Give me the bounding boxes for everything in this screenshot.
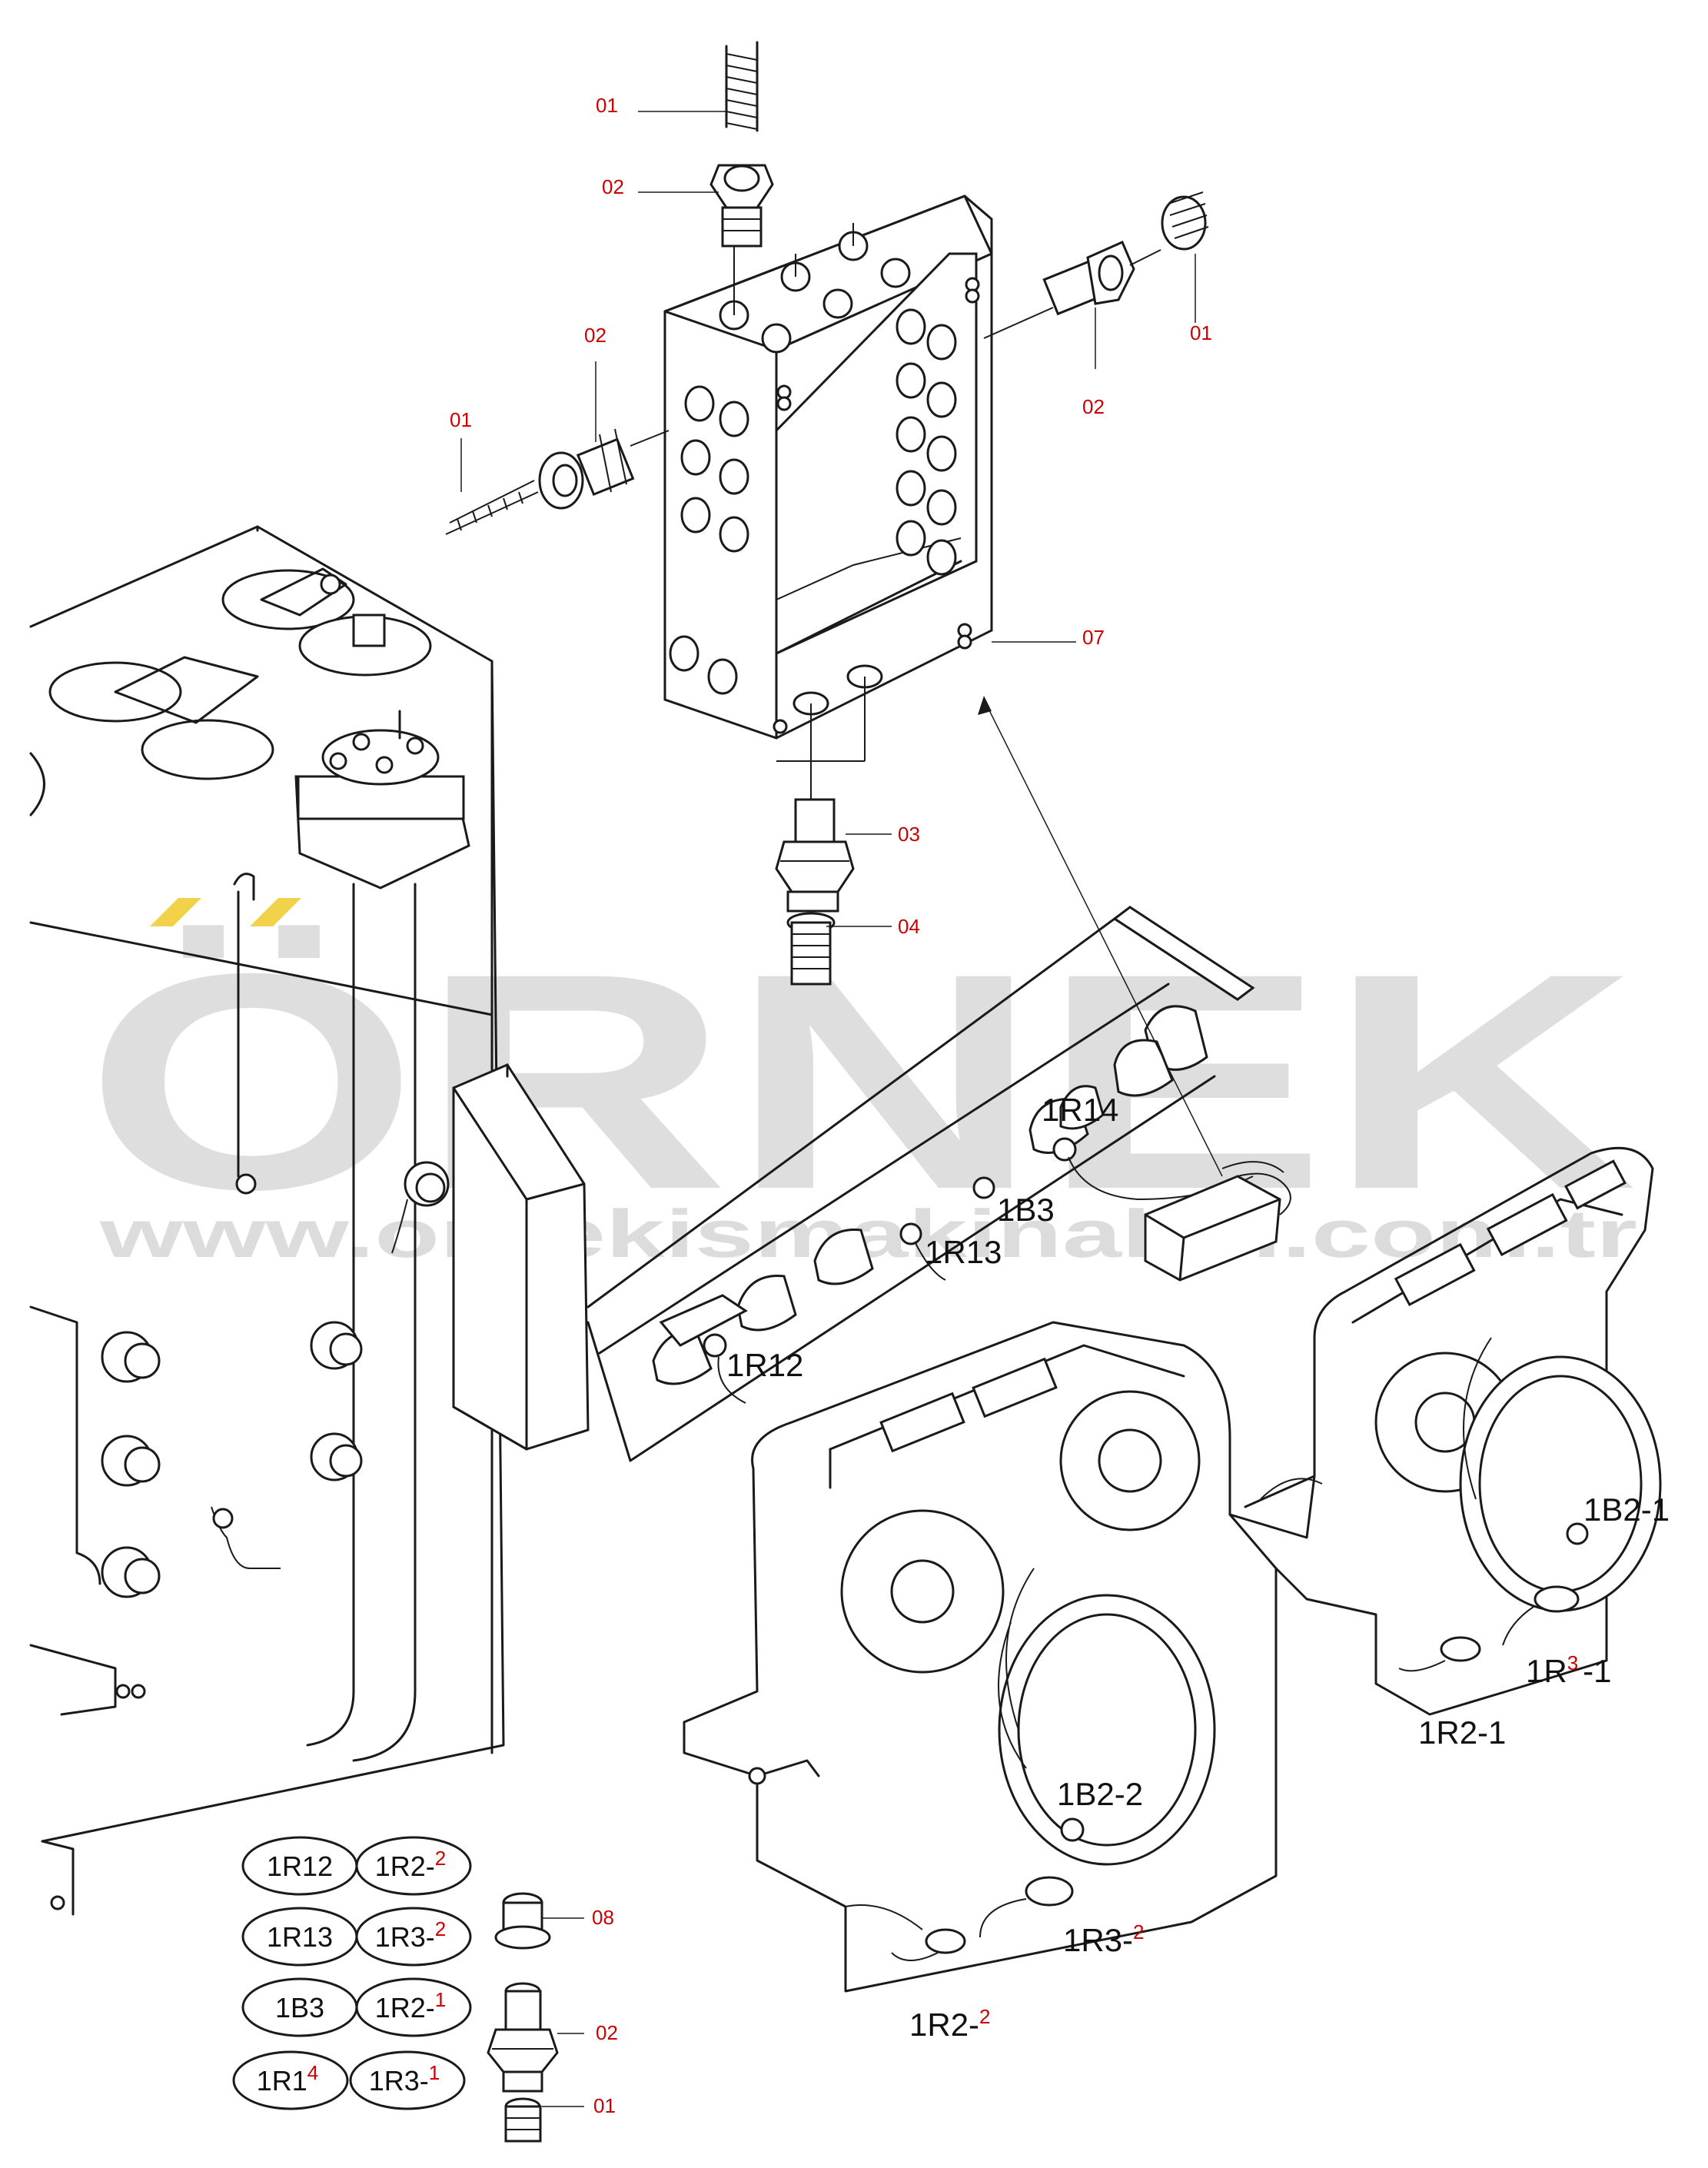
component-labels: 1R14 1B3 1R13 1R12 1B2-1 1R3-1 1R2-1 1B2…	[726, 1092, 1670, 2043]
part-number-01-left: 01	[450, 408, 472, 431]
part-number-01-top: 01	[596, 94, 618, 117]
legend-item-sup: 4	[307, 2061, 318, 2084]
part-number-03: 03	[898, 823, 920, 846]
label-1R3-2-main: 1R3-	[1063, 1922, 1133, 1958]
gland-left	[445, 428, 670, 535]
svg-text:1R2-2: 1R2-2	[375, 1847, 447, 1882]
legend-item-main: 1R13	[267, 1921, 333, 1953]
part-number-08: 08	[592, 1906, 614, 1929]
watermark-brand: ÖRNEK	[85, 909, 1637, 1253]
label-1R13: 1R13	[925, 1234, 1002, 1270]
part-number-labels: 01 02 02 01 01 02 07 03 04 08 02 01	[450, 94, 1212, 2117]
legend-item: 1R2-1	[355, 1977, 472, 2037]
legend-item: 1B3	[241, 1977, 358, 2037]
label-1R2-2-sup: 2	[979, 2005, 990, 2028]
part-number-04: 04	[898, 915, 920, 938]
junction-box-07	[663, 195, 993, 762]
svg-text:1R3-2: 1R3-2	[375, 1917, 447, 1953]
legend-item: 1R13	[241, 1907, 358, 1967]
svg-text:1R12: 1R12	[267, 1850, 333, 1882]
part-number-07: 07	[1082, 626, 1105, 649]
terminal-block	[1144, 1161, 1291, 1282]
label-1R3-2: 1R3-2	[1063, 1920, 1145, 1958]
legend-item-main: 1B3	[275, 1992, 324, 2023]
legend-item-main: 1R12	[267, 1850, 333, 1882]
watermark-accent-left	[150, 898, 201, 926]
part-number-02-left: 02	[584, 324, 606, 347]
bearing-housing-front	[683, 1321, 1278, 1993]
svg-text:1B3: 1B3	[275, 1992, 324, 2023]
legend-item-sup: 1	[435, 1988, 446, 2011]
label-1R3-1-tail: -1	[1583, 1653, 1611, 1689]
watermark-accent-right	[250, 898, 301, 926]
part-number-02-top: 02	[602, 175, 624, 198]
svg-text:1R2-1: 1R2-1	[375, 1988, 447, 2023]
legend-item: 1R12	[241, 1836, 358, 1896]
legend-item-main: 1R3-	[375, 1921, 435, 1953]
legend-item: 1R2-2	[355, 1836, 472, 1896]
label-1B2-1: 1B2-1	[1583, 1491, 1670, 1528]
gland-legend-parts	[487, 1892, 559, 2143]
legend-item-main: 1R2-	[375, 1992, 435, 2023]
legend-item-main: 1R2-	[375, 1850, 435, 1882]
label-1R2-2-main: 1R2-	[909, 2007, 979, 2043]
label-1R3-1: 1R3-1	[1526, 1651, 1612, 1689]
watermark: ÖRNEK www.ornekismakinalari.com.tr	[85, 898, 1637, 1272]
label-1R2-2: 1R2-2	[909, 2005, 991, 2043]
label-1R14: 1R14	[1042, 1092, 1118, 1128]
legend-item-sup: 2	[435, 1917, 446, 1940]
legend-item-main: 1R1	[257, 2065, 307, 2097]
legend-item: 1R3-2	[355, 1907, 472, 1967]
leader-lines	[460, 111, 1223, 2107]
housing-sensors	[101, 1161, 450, 1598]
gland-right	[983, 191, 1209, 339]
gland-top	[709, 41, 774, 269]
bearing-housing-rear	[1228, 1146, 1662, 1716]
legend-item: 1R3-1	[349, 2050, 466, 2110]
gland-bottom	[775, 761, 855, 986]
center-duct	[452, 1063, 590, 1451]
legend-item-main: 1R3-	[369, 2065, 429, 2097]
part-number-01-right: 01	[1190, 321, 1212, 344]
legend: 1R12 1R2-2 1R13 1R3-2 1B3 1R2-1 1R14 1R	[232, 1836, 472, 2110]
svg-text:1R14: 1R14	[257, 2061, 319, 2097]
svg-text:1R3-1: 1R3-1	[369, 2061, 440, 2097]
legend-item-sup: 1	[429, 2061, 440, 2084]
part-number-01-bottom: 01	[593, 2094, 616, 2117]
part-number-02-bottom: 02	[596, 2021, 618, 2044]
label-1B3: 1B3	[997, 1192, 1055, 1228]
svg-text:1R13: 1R13	[267, 1921, 333, 1953]
label-1B2-2: 1B2-2	[1057, 1776, 1143, 1812]
legend-item-sup: 2	[435, 1847, 446, 1870]
label-1R3-1-sup: 3	[1567, 1651, 1578, 1674]
label-1R3-1-main: 1R	[1526, 1653, 1567, 1689]
label-1R2-1: 1R2-1	[1418, 1714, 1506, 1751]
horizontal-beam	[587, 906, 1291, 1462]
label-1R12: 1R12	[726, 1347, 803, 1383]
label-1R3-2-sup: 2	[1133, 1920, 1144, 1944]
legend-item: 1R14	[232, 2050, 349, 2110]
part-number-02-right: 02	[1082, 395, 1105, 418]
left-housing	[29, 525, 505, 1916]
